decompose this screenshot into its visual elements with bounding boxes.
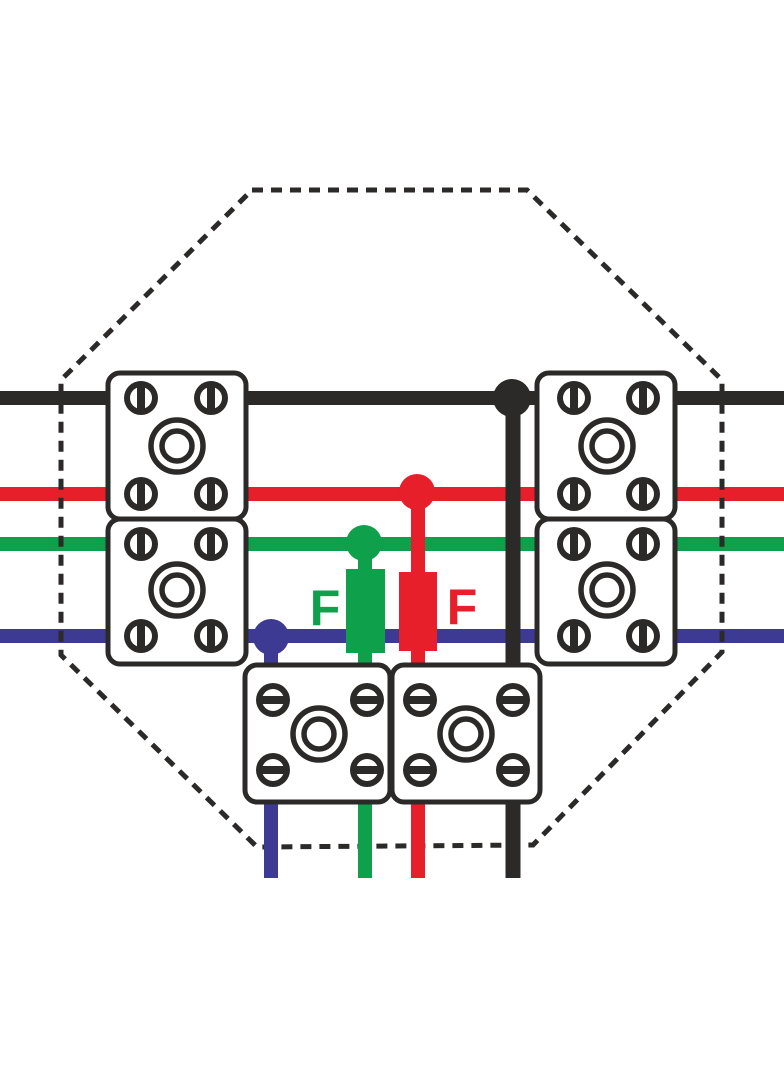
screw-slot (137, 482, 145, 506)
screw-slot (408, 766, 432, 774)
screw-terminal-icon (557, 381, 591, 415)
terminal-block-right-top (534, 370, 678, 522)
fuse-red: F (399, 572, 477, 651)
screw-slot (501, 766, 525, 774)
fuse-green: F (310, 569, 385, 653)
junction-dot-black (493, 379, 531, 417)
screw-terminal-icon (124, 619, 158, 653)
screw-slot (639, 532, 647, 556)
terminal-block-left-bottom (105, 516, 249, 667)
terminal-block-bottom-left (242, 662, 393, 805)
screw-slot (408, 696, 432, 704)
screw-slot (207, 532, 215, 556)
screw-slot (207, 386, 215, 410)
fuse-red-body (399, 572, 437, 651)
screw-terminal-icon (626, 527, 660, 561)
screw-slot (639, 386, 647, 410)
terminal-block-bottom-right (389, 662, 543, 805)
screw-slot (207, 624, 215, 648)
screw-slot (639, 482, 647, 506)
drop-wire-black (505, 398, 521, 878)
screw-terminal-icon (194, 477, 228, 511)
screw-terminal-icon (496, 753, 530, 787)
screw-terminal-icon (496, 683, 530, 717)
mounting-hole-inner-ring (448, 716, 484, 752)
terminal-block-right-bottom (534, 516, 678, 667)
screw-slot (261, 696, 285, 704)
fuse-red-label: F (447, 579, 478, 635)
mounting-hole-inner-ring (589, 428, 625, 464)
screw-terminal-icon (557, 619, 591, 653)
screw-terminal-icon (256, 683, 290, 717)
mounting-hole-inner-ring (589, 572, 625, 608)
screw-terminal-icon (124, 527, 158, 561)
screw-slot (137, 532, 145, 556)
terminal-block-left-top (105, 370, 249, 522)
screw-terminal-icon (403, 753, 437, 787)
screw-terminal-icon (194, 381, 228, 415)
screw-slot (137, 624, 145, 648)
screw-terminal-icon (124, 381, 158, 415)
screw-slot (261, 766, 285, 774)
fuse-green-label: F (310, 580, 341, 636)
screw-slot (355, 766, 379, 774)
junction-dot-red (399, 474, 435, 510)
screw-terminal-icon (124, 477, 158, 511)
screw-terminal-icon (626, 477, 660, 511)
screw-terminal-icon (626, 619, 660, 653)
mounting-hole-inner-ring (301, 716, 337, 752)
screw-slot (570, 482, 578, 506)
screw-slot (570, 532, 578, 556)
screw-terminal-icon (194, 619, 228, 653)
screw-slot (570, 386, 578, 410)
screw-slot (639, 624, 647, 648)
screw-slot (137, 386, 145, 410)
screw-terminal-icon (626, 381, 660, 415)
junction-dot-green (346, 525, 382, 561)
junction-box-outline (58, 187, 725, 850)
fuse-green-body (346, 569, 385, 653)
screw-slot (570, 624, 578, 648)
mounting-hole-inner-ring (159, 428, 195, 464)
screw-slot (207, 482, 215, 506)
screw-slot (355, 696, 379, 704)
screw-terminal-icon (194, 527, 228, 561)
screw-terminal-icon (403, 683, 437, 717)
screw-terminal-icon (350, 753, 384, 787)
screw-slot (501, 696, 525, 704)
screw-terminal-icon (256, 753, 290, 787)
screw-terminal-icon (350, 683, 384, 717)
screw-terminal-icon (557, 477, 591, 511)
screw-terminal-icon (557, 527, 591, 561)
junction-dot-blue (253, 619, 289, 655)
mounting-hole-inner-ring (159, 572, 195, 608)
